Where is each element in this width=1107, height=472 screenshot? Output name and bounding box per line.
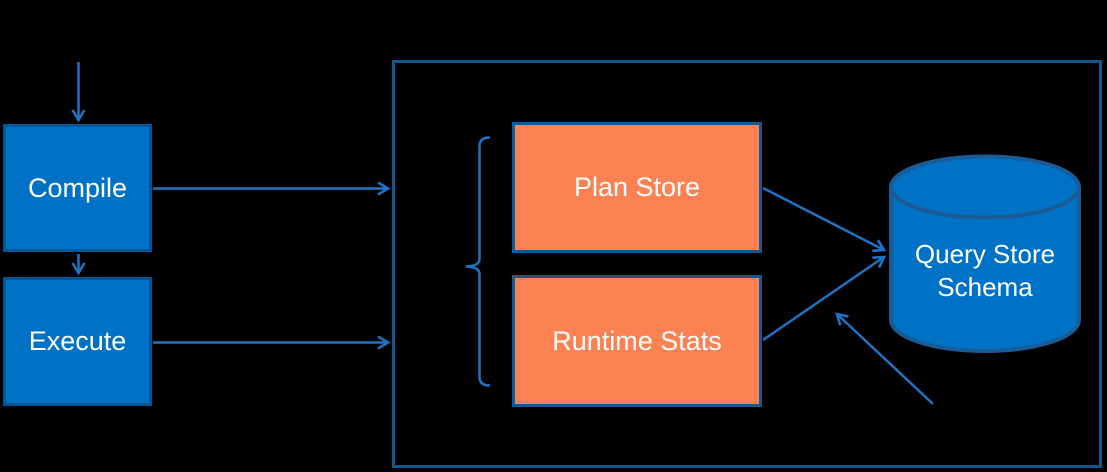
- query-store-container: [392, 60, 1102, 468]
- query-store-schema-label-line1: Query Store: [914, 239, 1056, 269]
- arrow-runtime-stats-to-schema: [762, 255, 887, 342]
- execute-label: Execute: [28, 326, 127, 356]
- plan-store-label: Plan Store: [573, 172, 701, 202]
- runtime-stats-label: Runtime Stats: [552, 325, 722, 356]
- query-store-schema-label-line2: Schema: [937, 272, 1033, 302]
- plan-store-node: Plan Store: [512, 122, 762, 253]
- compile-node: Compile: [3, 124, 152, 252]
- arrow-external-to-schema: [835, 312, 934, 405]
- arrow-plan-store-to-schema: [762, 186, 887, 253]
- brace-stores: [465, 136, 491, 387]
- execute-node: Execute: [3, 277, 152, 406]
- compile-label: Compile: [27, 172, 128, 203]
- database-cylinder-icon: [889, 154, 1081, 353]
- runtime-stats-node: Runtime Stats: [512, 275, 762, 407]
- query-store-schema-label: Query Store Schema: [890, 238, 1080, 304]
